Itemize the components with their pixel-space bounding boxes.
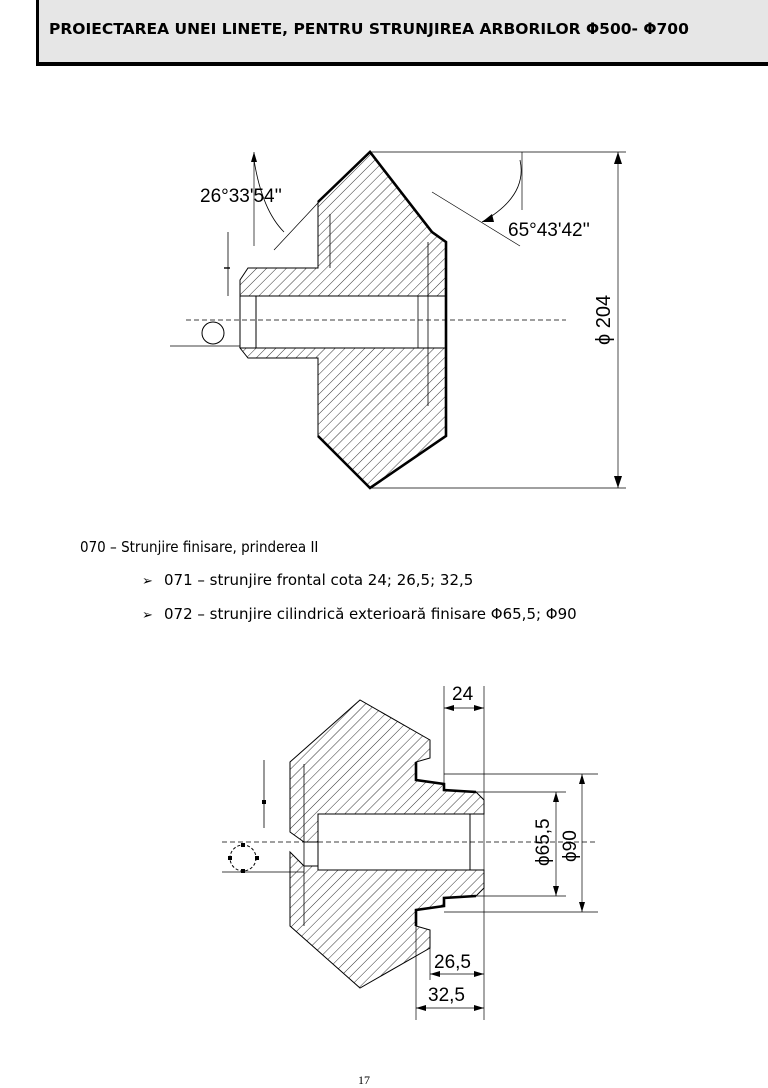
section-heading: 070 – Strunjire finisare, prinderea II <box>80 538 319 556</box>
dim-diameter-65-5: ϕ65,5 <box>533 818 554 866</box>
datum-circle <box>201 321 225 345</box>
dim-26-5: 26,5 <box>434 952 471 973</box>
header-bar: PROIECTAREA UNEI LINETE, PENTRU STRUNJIR… <box>36 0 768 66</box>
page-number: 17 <box>358 1073 370 1087</box>
dim-diameter-90: ϕ90 <box>560 830 581 862</box>
gear-section-upper <box>239 151 447 297</box>
angle-left-label: 26°33'54'' <box>200 186 282 207</box>
drawing-bevel-gear-angles: ϕ 204 26°33'54'' 65°43'42'' <box>170 150 626 490</box>
gear-section-lower <box>238 347 447 489</box>
angle-right-label: 65°43'42'' <box>508 220 590 241</box>
list-item-text: 072 – strunjire cilindrică exterioară fi… <box>164 605 577 623</box>
datum-circle <box>229 844 257 872</box>
arrow-bullet-icon: ➢ <box>142 574 153 589</box>
list-item: ➢ 072 – strunjire cilindrică exterioară f… <box>142 605 577 623</box>
list-item: ➢ 071 – strunjire frontal cota 24; 26,5; … <box>142 571 473 589</box>
dim-32-5: 32,5 <box>428 985 465 1006</box>
list-item-text: 071 – strunjire frontal cota 24; 26,5; 3… <box>164 571 474 589</box>
arrow-bullet-icon: ➢ <box>142 608 153 623</box>
dim-24: 24 <box>452 684 474 705</box>
page-title: PROIECTAREA UNEI LINETE, PENTRU STRUNJIR… <box>49 20 689 38</box>
dim-diameter-204: ϕ 204 <box>593 295 615 345</box>
drawing-finish-turning: 24 ϕ65,5 ϕ90 26,5 32,5 <box>222 684 598 1020</box>
